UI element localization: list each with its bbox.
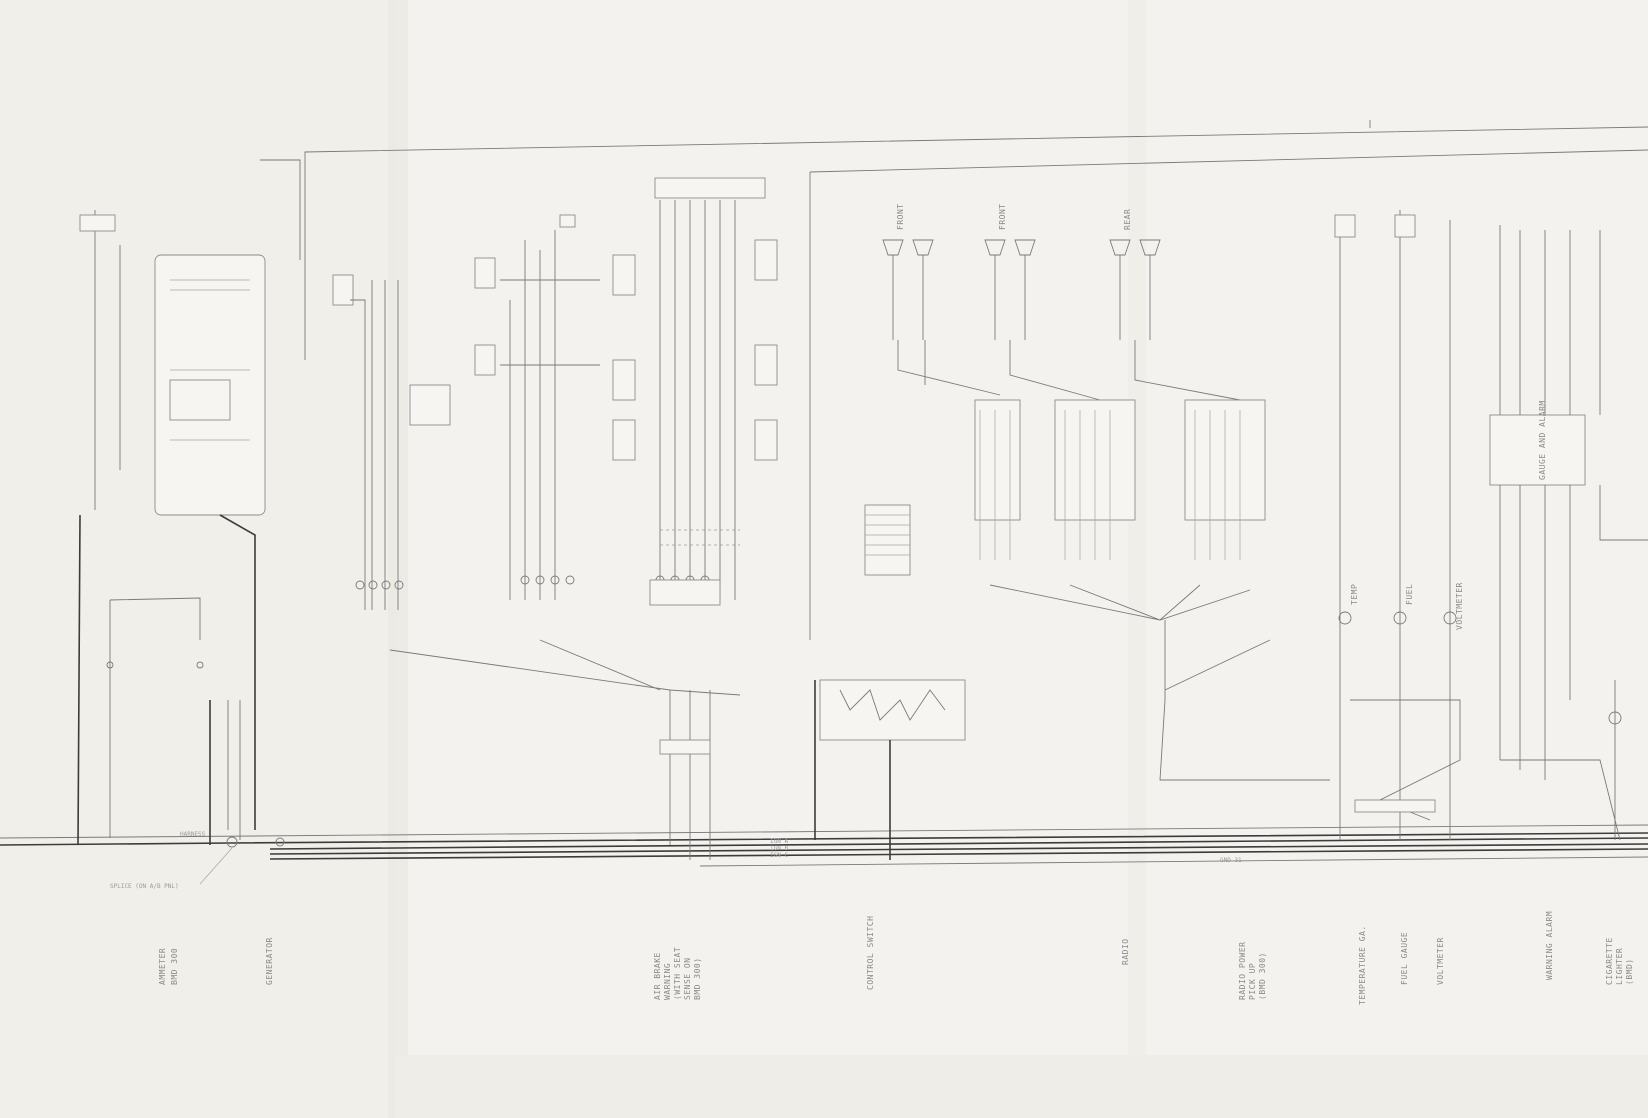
label-temperature: TEMPERATURE GA.	[1358, 925, 1367, 1005]
label-cigarette-3: (BMD)	[1625, 958, 1634, 985]
wire-label-ign-b: IGN B	[770, 845, 788, 852]
ammeter-circuit	[77, 210, 204, 846]
label-air-brake-1: AIR BRAKE	[653, 952, 662, 1000]
label-air-brake-3: (WITH SEAT	[673, 947, 682, 1000]
wire-label-harness: HARNESS	[180, 831, 206, 838]
label-radio: RADIO	[1121, 938, 1130, 965]
generator-circuit	[154, 159, 301, 848]
front-speakers-lh: FRONT	[882, 203, 1001, 396]
label-air-brake-2: WARNING	[663, 963, 672, 1000]
wire-label-ign-c: IGN C	[770, 852, 788, 859]
gauges	[1334, 210, 1461, 840]
label-air-brake-4: SENSE ON	[683, 957, 692, 1000]
temp-gauge-label: TEMP	[1350, 584, 1359, 605]
front-speakers-rh: FRONT	[984, 203, 1101, 401]
front-speakers-lh-label: FRONT	[896, 203, 905, 230]
label-radio-power-2: PICK UP	[1248, 963, 1257, 1000]
label-cigarette-1: CIGARETTE	[1605, 937, 1614, 985]
splice-label: SPLICE (ON A/B PNL)	[110, 883, 179, 890]
front-speakers-rh-label: FRONT	[998, 203, 1007, 230]
label-generator: GENERATOR	[265, 937, 274, 985]
relay-cluster	[409, 214, 661, 691]
temp-gauge-icon	[1338, 611, 1352, 625]
control-switch-circuit	[814, 504, 966, 860]
air-brake-relays	[612, 177, 778, 860]
rear-speakers: REAR	[1109, 209, 1241, 401]
fuel-gauge-icon	[1393, 611, 1407, 625]
label-fuel-gauge: FUEL GAUGE	[1400, 932, 1409, 985]
label-radio-power-1: RADIO POWER	[1238, 942, 1247, 1000]
label-cigarette-2: LIGHTER	[1615, 948, 1624, 985]
speakers: FRONT FRONT REAR	[882, 203, 1241, 401]
rear-speakers-label: REAR	[1123, 209, 1132, 230]
fuel-gauge-label: FUEL	[1405, 584, 1414, 605]
label-warning-alarm: WARNING ALARM	[1545, 911, 1554, 980]
wire-label-gnd: GND 31	[1220, 857, 1242, 864]
label-radio-power-3: (BMD 300)	[1258, 952, 1267, 1000]
main-harness	[0, 824, 1648, 867]
section-labels: AMMETER BMD 300 GENERATOR AIR BRAKE WARN…	[158, 911, 1634, 1005]
radio-connectors	[974, 399, 1330, 781]
label-control-switch: CONTROL SWITCH	[866, 916, 875, 990]
voltmeter-icon	[1443, 611, 1457, 625]
label-ammeter-1: AMMETER	[158, 948, 167, 985]
voltmeter-label: VOLTMETER	[1455, 582, 1464, 630]
label-air-brake-5: BMD 300)	[693, 957, 702, 1000]
gauge-alarm-module-label: GAUGE AND ALARM	[1538, 400, 1547, 480]
label-voltmeter: VOLTMETER	[1436, 937, 1445, 985]
wire-label-ign-a: IGN A	[770, 838, 788, 845]
label-ammeter-2: BMD 300	[170, 948, 179, 985]
warning-alarm	[1489, 225, 1648, 841]
